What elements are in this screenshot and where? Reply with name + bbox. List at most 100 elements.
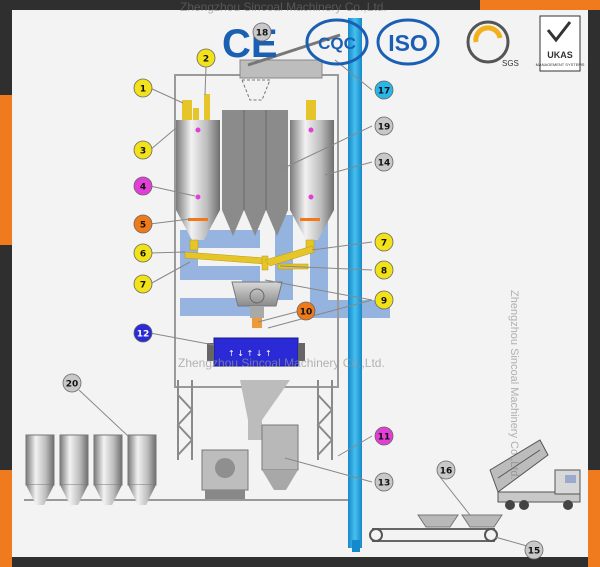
callout-number: 6	[140, 250, 146, 260]
callout-number: 12	[137, 330, 150, 340]
callout-circle	[133, 274, 153, 294]
callout-c1: 1	[133, 78, 153, 98]
watermark-side: Zhengzhou Sincoal Machinery Co.,Ltd.	[508, 290, 520, 480]
callout-number: 14	[378, 159, 391, 169]
top-hopper-cover	[239, 59, 323, 79]
callout-number: 5	[140, 221, 146, 231]
right-silo-cone	[290, 210, 334, 240]
callout-c19: 19	[374, 116, 394, 136]
left-silo-inlet	[182, 100, 192, 120]
callout-number: 10	[300, 308, 313, 318]
callout-c5: 5	[133, 214, 153, 234]
callout-number: 18	[256, 29, 269, 39]
callout-circle	[196, 48, 216, 68]
callout-number: 4	[140, 183, 146, 193]
left-silo-sensor-bottom	[195, 194, 201, 200]
callout-c18: 18	[252, 22, 272, 42]
left-silo-cone	[176, 210, 220, 240]
callout-circle	[374, 152, 394, 172]
callout-circle	[374, 232, 394, 252]
callout-circle	[374, 116, 394, 136]
callout-number: 8	[381, 267, 387, 277]
callout-c12: 12	[133, 323, 153, 343]
callout-number: 17	[378, 87, 391, 97]
iso-mark: ISO	[376, 18, 440, 66]
callout-c14: 14	[374, 152, 394, 172]
callout-c4: 4	[133, 176, 153, 196]
frame-accent-left-top	[0, 95, 12, 245]
callout-number: 16	[440, 467, 453, 477]
callout-number: 13	[378, 479, 391, 489]
frame-accent-right-bottom	[588, 470, 600, 567]
callout-circle	[133, 140, 153, 160]
ukas-logo-subtext: MANAGEMENT SYSTEMS	[536, 62, 585, 67]
belt-conveyor	[369, 528, 498, 542]
callout-c2: 2	[196, 48, 216, 68]
right-silo-arch-breaker	[300, 218, 320, 221]
callout-circle	[374, 472, 394, 492]
weighing-hopper	[231, 281, 283, 307]
callout-circle	[133, 214, 153, 234]
mixer-body	[213, 337, 299, 367]
callout-c17: 17	[374, 80, 394, 100]
callout-number: 9	[381, 297, 387, 307]
central-silo-body	[222, 110, 288, 210]
packing-drum	[215, 458, 235, 478]
product-hopper	[261, 424, 299, 471]
callout-c7b: 7	[374, 232, 394, 252]
callout-number: 7	[381, 239, 387, 249]
product-hopper-cone	[262, 470, 298, 490]
cqc-logo-text: CQC	[318, 34, 356, 53]
callout-c8: 8	[374, 260, 394, 280]
bucket-elevator	[348, 18, 362, 548]
callout-c11: 11	[374, 426, 394, 446]
weighing-valve	[250, 306, 264, 318]
callout-circle	[296, 301, 316, 321]
central-silo-cones	[222, 210, 288, 236]
callout-circle	[133, 78, 153, 98]
callout-circle	[133, 323, 153, 343]
pneumatic-valve	[252, 318, 262, 328]
mixer-motor-right	[298, 343, 305, 361]
callout-number: 7	[140, 281, 146, 291]
top-conveyor-line	[247, 33, 341, 67]
ukas-mark: UKAS MANAGEMENT SYSTEMS	[536, 15, 585, 72]
discharge-chute	[240, 380, 290, 440]
callout-circle	[374, 260, 394, 280]
callout-number: 11	[378, 433, 391, 443]
callout-c6: 6	[133, 243, 153, 263]
right-silo-sensor-top	[308, 127, 314, 133]
watermark-center: Zhengzhou Sincoal Machinery Co.,Ltd.	[178, 356, 385, 370]
sgs-mark: SGS	[466, 20, 519, 68]
watermark-top: Zhengzhou Sincoal Machinery Co.,Ltd.	[180, 0, 387, 14]
cqc-mark: CQC	[305, 18, 369, 66]
callout-circle	[436, 460, 456, 480]
iso-logo-text: ISO	[388, 30, 428, 56]
ukas-logo-text: UKAS	[547, 50, 573, 60]
right-silo-sensor-bottom	[308, 194, 314, 200]
frame-accent-top-right	[480, 0, 600, 10]
callout-circle	[252, 22, 272, 42]
callout-number: 15	[528, 547, 541, 557]
callout-c9: 9	[374, 290, 394, 310]
left-silo-arch-breaker	[188, 218, 208, 221]
frame-accent-left-bottom	[0, 470, 12, 567]
callout-c13: 13	[374, 472, 394, 492]
callout-number: 1	[140, 85, 146, 95]
callout-c10: 10	[296, 301, 316, 321]
callout-circle	[374, 426, 394, 446]
receiving-hopper-2	[461, 514, 503, 528]
callout-circle	[62, 373, 82, 393]
callout-c16: 16	[436, 460, 456, 480]
callout-number: 19	[378, 123, 391, 133]
packing-base	[205, 490, 245, 500]
callout-number: 20	[66, 380, 79, 390]
elevator-boot	[352, 540, 360, 552]
weighing-gauge	[249, 288, 265, 304]
callout-circle	[133, 176, 153, 196]
receiving-hopper-1	[417, 514, 459, 528]
callout-c3: 3	[133, 140, 153, 160]
